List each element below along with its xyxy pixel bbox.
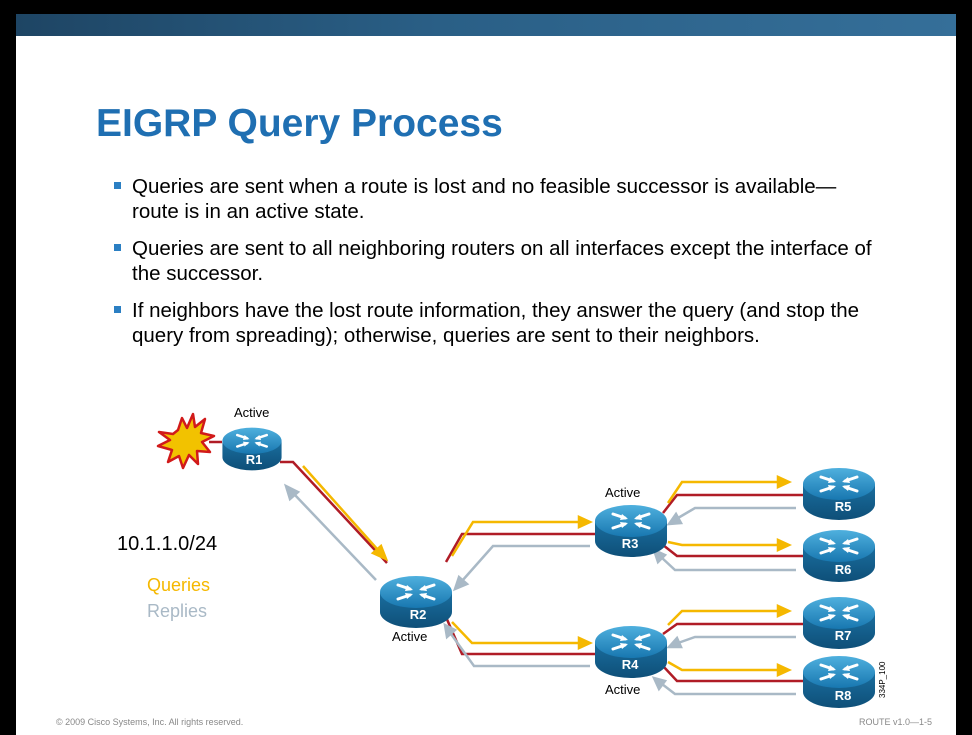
link-r2-r3 — [444, 532, 595, 563]
frame-right — [956, 0, 972, 735]
frame-top — [0, 0, 972, 14]
bullet-icon — [114, 244, 121, 251]
bullet-icon — [114, 306, 121, 313]
query-arrow-r2-r4 — [451, 621, 594, 650]
figure-id: 334P_100 — [878, 661, 887, 698]
active-label-r2: Active — [392, 629, 427, 644]
footer-course-id: ROUTE v1.0—1-5 — [858, 717, 932, 727]
router-label: R3 — [622, 536, 639, 551]
link-r2-r4 — [444, 616, 595, 656]
network-prefix: 10.1.1.0/24 — [117, 533, 217, 555]
query-arrow-r3-r6 — [667, 538, 793, 552]
reply-arrow-r2-r1 — [283, 483, 377, 581]
router-label: R1 — [246, 452, 263, 467]
query-arrow-r2-r3 — [450, 515, 594, 557]
bullet-item: Queries are sent to all neighboring rout… — [112, 236, 872, 286]
bullet-item: If neighbors have the lost route informa… — [112, 298, 872, 348]
router-r6: R6 — [801, 528, 877, 584]
reply-arrow-r8-r4 — [651, 676, 796, 696]
links — [280, 460, 803, 683]
title-bar — [16, 14, 956, 36]
bullet-text: Queries are sent when a route is lost an… — [132, 175, 837, 223]
footer-copyright: © 2009 Cisco Systems, Inc. All rights re… — [56, 717, 244, 727]
link-r3-r5 — [662, 493, 803, 514]
reply-arrows — [283, 483, 796, 696]
bullet-text: If neighbors have the lost route informa… — [132, 299, 860, 347]
bullet-list: Queries are sent when a route is lost an… — [112, 174, 872, 360]
bullet-text: Queries are sent to all neighboring rout… — [132, 237, 872, 285]
router-r8: R8 — [801, 654, 877, 710]
router-r3: R3 — [593, 503, 669, 559]
query-arrow-r4-r8 — [667, 660, 793, 677]
router-label: R7 — [835, 628, 852, 643]
bullet-icon — [114, 182, 121, 189]
router-label: R2 — [410, 607, 427, 622]
router-label: R6 — [835, 562, 852, 577]
link-r4-r7 — [662, 622, 803, 636]
query-arrows — [302, 465, 793, 677]
link-r3-r6 — [662, 544, 803, 558]
page-title: EIGRP Query Process — [96, 102, 503, 145]
link-r1-r2 — [280, 460, 388, 564]
query-arrow-r1-r2 — [302, 465, 389, 562]
legend-replies: Replies — [147, 601, 207, 621]
router-r7: R7 — [801, 595, 877, 651]
link-r4-r8 — [662, 665, 803, 683]
active-label-r4: Active — [605, 682, 640, 697]
reply-arrow-r5-r3 — [666, 506, 796, 526]
reply-arrow-r4-r2 — [443, 622, 590, 668]
router-label: R4 — [622, 657, 639, 672]
router-label: R5 — [835, 499, 852, 514]
reply-arrow-r3-r2 — [452, 544, 590, 592]
router-r2: R2 — [378, 574, 454, 630]
failure-burst-icon — [156, 412, 216, 470]
reply-arrow-r6-r3 — [651, 547, 796, 572]
router-r4: R4 — [593, 624, 669, 680]
active-label-r1: Active — [234, 405, 269, 420]
router-label: R8 — [835, 688, 852, 703]
frame-left — [0, 0, 16, 735]
router-r1: R1 — [221, 426, 283, 472]
active-label-r3: Active — [605, 485, 640, 500]
query-arrow-r4-r7 — [667, 604, 793, 626]
router-r5: R5 — [801, 466, 877, 522]
query-arrow-r3-r5 — [666, 475, 793, 504]
legend-queries: Queries — [147, 575, 210, 595]
reply-arrow-r7-r4 — [666, 635, 796, 649]
bullet-item: Queries are sent when a route is lost an… — [112, 174, 872, 224]
